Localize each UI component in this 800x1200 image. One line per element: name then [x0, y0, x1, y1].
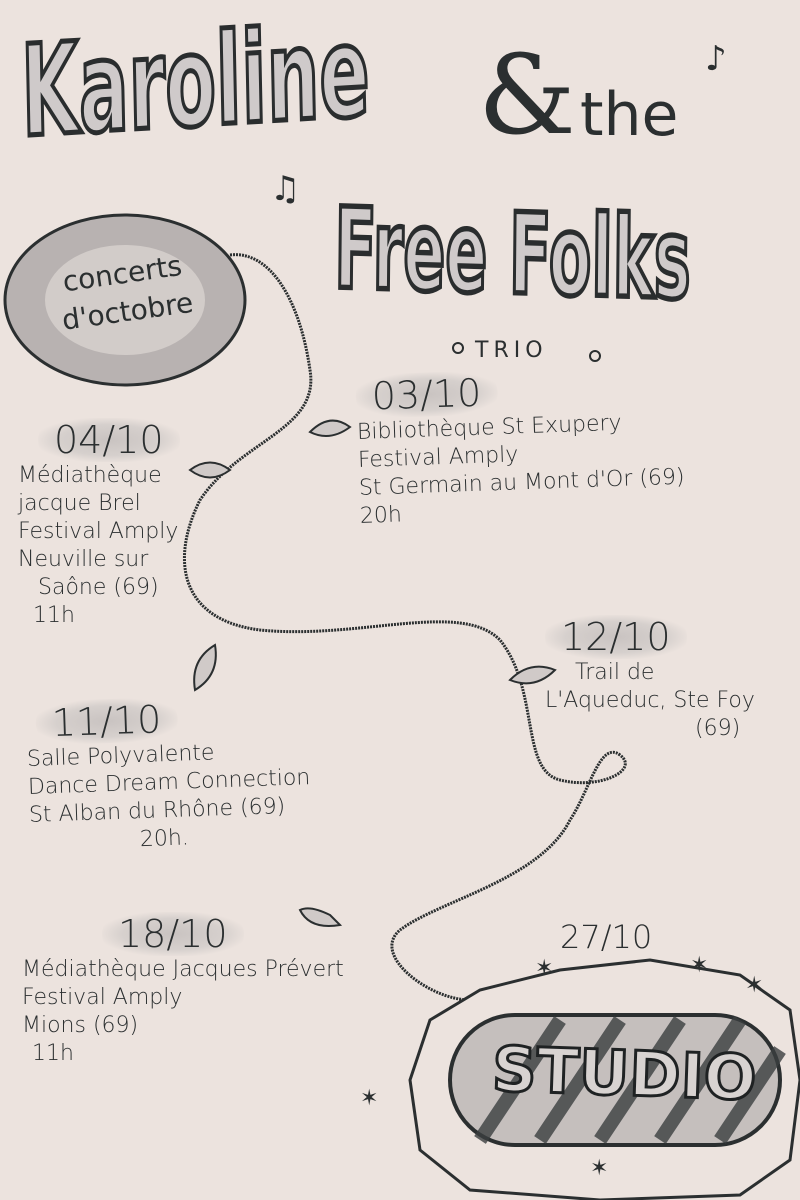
vine: [182, 253, 627, 1002]
event-city: Mions (69): [22, 1013, 139, 1038]
title-free-folks: Free Folks: [332, 181, 694, 328]
badge-blob: [3, 213, 247, 387]
event-date: 04/10: [38, 418, 180, 462]
event-venue: Médiathèque: [18, 463, 162, 488]
svg-text:✶: ✶: [535, 956, 553, 981]
studio-burst: [408, 958, 800, 1200]
event-1810: 18/10 Médiathèque Jacques Prévert Festiv…: [22, 912, 344, 1068]
event-city: Saône (69): [38, 575, 159, 600]
event-venue: Médiathèque Jacques Prévert: [22, 957, 344, 982]
event-0310: 03/10 Bibliothèque St Exupery Festival A…: [355, 364, 686, 531]
title-karoline: Karoline: [18, 0, 373, 168]
event-city: Neuville sur: [18, 547, 149, 572]
event-city: (69): [695, 716, 741, 741]
event-date: 11/10: [34, 696, 178, 746]
leaf-icon: [188, 419, 557, 927]
event-venue: L'Aqueduc, Ste Foy: [545, 688, 755, 713]
svg-text:♪: ♪: [705, 39, 727, 79]
svg-text:✶: ✶: [590, 1156, 608, 1181]
event-1110: 11/10 Salle Polyvalente Dance Dream Conn…: [25, 692, 313, 858]
event-date: 18/10: [102, 912, 244, 956]
event-festival: Festival Amply: [22, 985, 183, 1010]
subtitle-trio: TRIO: [475, 338, 548, 363]
event-venue: jacque Brel: [18, 491, 141, 516]
event-time: 11h: [32, 1041, 74, 1066]
event-date: 12/10: [545, 615, 687, 659]
event-1210: 12/10 Trail de L'Aqueduc, Ste Foy (69): [545, 615, 755, 743]
svg-text:✶: ✶: [690, 953, 708, 978]
event-date: 03/10: [355, 370, 498, 419]
event-time: 11h: [33, 603, 75, 628]
svg-text:✶: ✶: [360, 1086, 378, 1111]
title-ampersand: &: [478, 31, 576, 159]
music-note-icon: ♪♫: [270, 39, 727, 209]
event-0410: 04/10 Médiathèque jacque Brel Festival A…: [18, 418, 180, 630]
title-the: the: [580, 80, 679, 150]
svg-text:✶: ✶: [745, 973, 763, 998]
svg-text:♫: ♫: [270, 169, 300, 209]
event-festival: Festival Amply: [18, 519, 179, 544]
event-2710-studio: STUDIO: [489, 1031, 759, 1116]
heart-icon: [452, 342, 601, 362]
event-venue: Trail de: [575, 660, 655, 685]
star-icon: ✶ ✶ ✶ ✶ ✶: [360, 953, 763, 1181]
event-2710-date: 27/10: [560, 918, 653, 956]
